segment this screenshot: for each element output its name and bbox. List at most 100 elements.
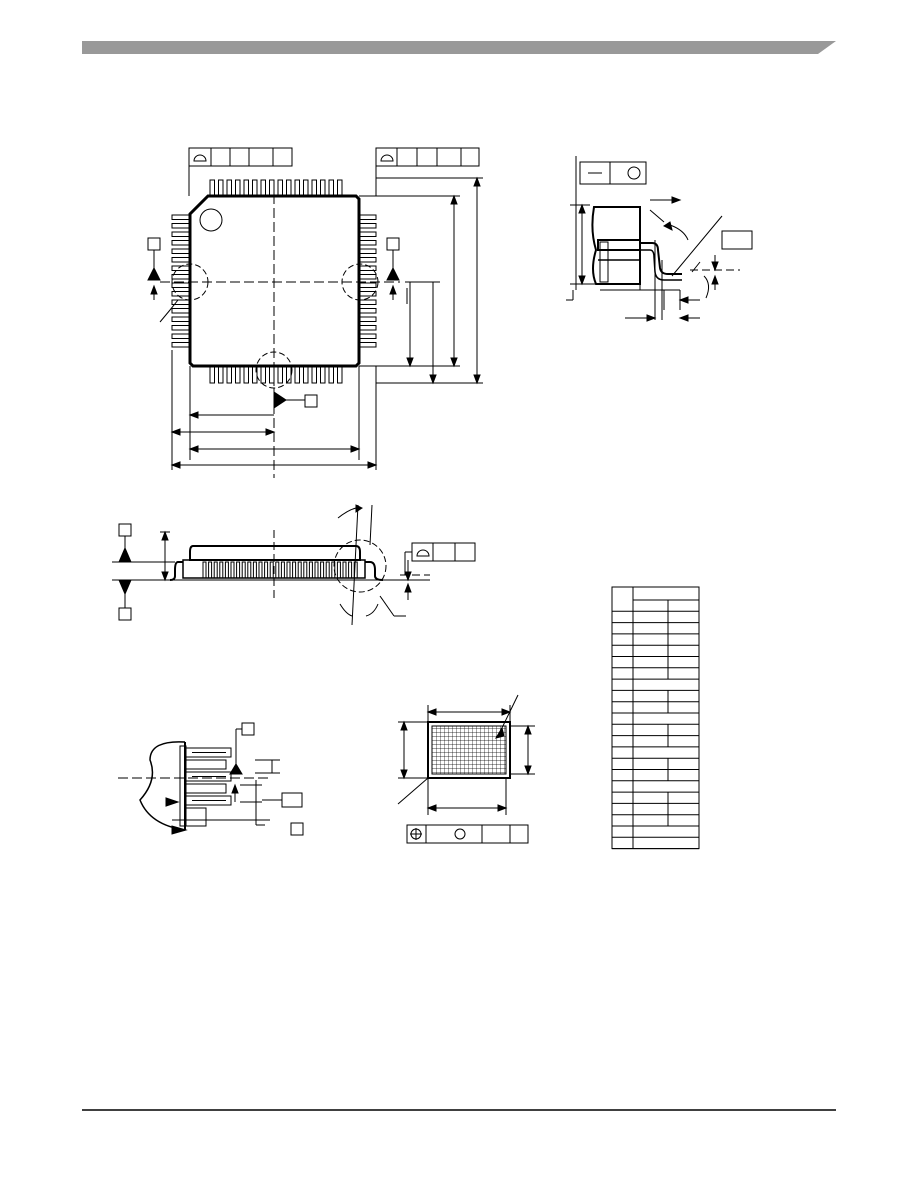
lead-side [314,561,319,579]
lead-side [348,561,353,579]
lead [171,299,191,305]
datum-bottom [273,388,318,409]
feature-control-frame-side [411,542,476,562]
lead [209,365,215,384]
detail-circle-right [341,263,379,301]
datum-left [147,237,161,281]
lead [303,179,309,197]
datum-side-bottom [118,579,132,621]
detail-circle-left [171,263,209,301]
lead-side [325,561,330,579]
pin-one-indicator [199,208,223,232]
lead [358,274,377,280]
header-band [82,41,836,54]
lead [243,365,249,384]
lead-side [241,561,246,579]
lead [277,365,283,384]
lead [358,240,377,246]
lead-side [320,561,325,579]
lead [294,365,300,384]
lead [294,179,300,197]
datum-box-section [721,230,753,250]
side-view [112,504,476,626]
lead [320,179,326,197]
feature-control-frame-right [375,147,480,167]
side-leads [202,561,358,579]
lead [358,214,377,220]
lead [171,342,191,348]
lead [235,365,241,384]
lead-side [252,561,257,579]
lead [303,365,309,384]
lead [358,325,377,331]
lead [358,308,377,314]
lead-side [308,561,313,579]
lead-side [292,561,297,579]
lead [328,179,334,197]
lead [171,240,191,246]
lead [171,291,191,297]
detail-circle-side [333,539,387,593]
lead [358,342,377,348]
lead [171,282,191,288]
lead-side [213,561,218,579]
circle-modifier-symbol [627,166,641,180]
lead-side [297,561,302,579]
lead-detail [185,807,207,827]
lead [358,282,377,288]
lead [358,291,377,297]
lead [171,214,191,220]
lead [358,316,377,322]
lead-detail-view [118,722,304,836]
lead [337,179,343,197]
lead [226,365,232,384]
lead-side [264,561,269,579]
datum-box-detail-a [241,722,255,736]
leads-top [209,179,343,197]
detail-section-view [566,156,753,322]
lead [226,179,232,197]
land-pattern-grid [431,725,507,775]
lead [235,179,241,197]
lead [277,179,283,197]
lead-detail [185,783,227,794]
lead [171,257,191,263]
lead [171,308,191,314]
feature-control-frame-section [579,161,647,185]
lead-side [202,561,207,579]
lead [171,333,191,339]
lead-side [230,561,235,579]
lead-side [258,561,263,579]
lead-side [286,561,291,579]
land-pattern-view [397,694,535,844]
lead [171,223,191,229]
lead [286,179,292,197]
lead-side [353,561,358,579]
lead [269,365,275,384]
lead [320,365,326,384]
lead-side [336,561,341,579]
lead [252,179,258,197]
top-view-qfp-package [147,147,483,478]
lead [358,231,377,237]
land-pattern-outer [427,721,511,779]
lead [358,299,377,305]
lead [311,179,317,197]
lead [269,179,275,197]
lead [337,365,343,384]
feature-control-frame-left [188,147,293,167]
lead [209,179,215,197]
lead [311,365,317,384]
leads-bottom [209,365,343,384]
datum-box-detail-c [290,822,304,836]
lead [171,325,191,331]
lead [218,179,224,197]
lead [171,316,191,322]
lead [358,333,377,339]
circle-modifier-symbol [454,828,466,840]
leads-right [358,214,377,348]
lead-side [275,561,280,579]
lead-detail [185,759,227,770]
dimension-table [611,586,700,850]
